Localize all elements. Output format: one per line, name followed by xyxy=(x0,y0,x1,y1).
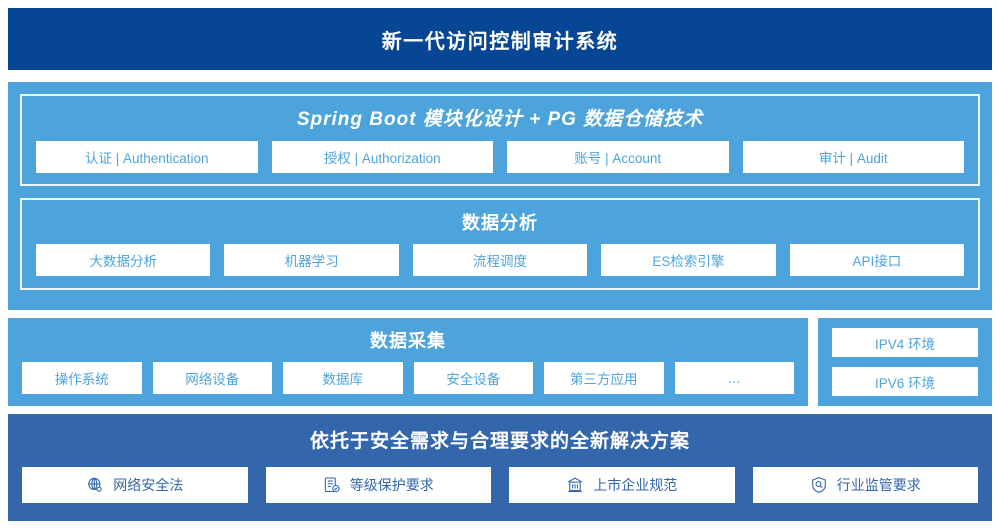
card-audit[interactable]: 审计 | Audit xyxy=(742,141,964,173)
data-analysis-group-title: 数据分析 xyxy=(462,213,538,233)
card-label: IPV6 环境 xyxy=(874,375,936,391)
card-label: 网络设备 xyxy=(185,372,240,387)
card-label: ES检索引擎 xyxy=(652,254,725,269)
card-authentication[interactable]: 认证 | Authentication xyxy=(36,141,258,173)
card-label: 操作系统 xyxy=(54,372,109,387)
compliance-section: 依托于安全需求与合理要求的全新解决方案 网络安全法 xyxy=(8,414,992,521)
card-industry-regulation-requirement[interactable]: 行业监管要求 xyxy=(752,467,978,503)
card-account[interactable]: 账号 | Account xyxy=(507,141,729,173)
card-label: 等级保护要求 xyxy=(349,477,434,493)
card-ipv4-environment[interactable]: IPV4 环境 xyxy=(832,328,978,357)
card-big-data-analysis[interactable]: 大数据分析 xyxy=(36,244,211,276)
card-network-device[interactable]: 网络设备 xyxy=(152,362,272,394)
card-database[interactable]: 数据库 xyxy=(283,362,403,394)
document-check-icon xyxy=(323,476,341,494)
data-collection-title: 数据采集 xyxy=(370,331,446,351)
card-label: … xyxy=(727,370,742,386)
ip-environment-section: IPV4 环境 IPV6 环境 xyxy=(818,318,992,406)
springboot-card-row: 认证 | Authentication 授权 | Authorization 账… xyxy=(36,141,964,173)
card-label: 网络安全法 xyxy=(113,477,184,493)
card-authorization[interactable]: 授权 | Authorization xyxy=(271,141,493,173)
card-label: 第三方应用 xyxy=(570,372,638,387)
card-ipv6-environment[interactable]: IPV6 环境 xyxy=(832,367,978,396)
data-analysis-group: 数据分析 大数据分析 机器学习 流程调度 ES检索引擎 API接口 xyxy=(20,198,980,290)
page-title-bar: 新一代访问控制审计系统 xyxy=(8,8,992,70)
compliance-title: 依托于安全需求与合理要求的全新解决方案 xyxy=(309,431,690,452)
card-label: 认证 | Authentication xyxy=(84,151,209,166)
card-machine-learning[interactable]: 机器学习 xyxy=(224,244,399,276)
card-more-ellipsis[interactable]: … xyxy=(674,362,794,394)
shield-search-icon xyxy=(810,476,828,494)
bank-building-icon xyxy=(566,476,584,494)
card-label: 安全设备 xyxy=(446,372,501,387)
card-cybersecurity-law[interactable]: 网络安全法 xyxy=(22,467,248,503)
compliance-card-row: 网络安全法 等级保护要求 xyxy=(22,467,978,503)
card-es-search-engine[interactable]: ES检索引擎 xyxy=(601,244,776,276)
card-label: 审计 | Audit xyxy=(818,151,888,166)
card-classified-protection-requirement[interactable]: 等级保护要求 xyxy=(265,467,491,503)
page-title: 新一代访问控制审计系统 xyxy=(381,30,619,53)
card-label: 流程调度 xyxy=(473,254,528,269)
card-label: 机器学习 xyxy=(284,254,339,269)
platform-section: Spring Boot 模块化设计 + PG 数据仓储技术 认证 | Authe… xyxy=(8,82,992,310)
card-third-party-application[interactable]: 第三方应用 xyxy=(544,362,664,394)
card-label: API接口 xyxy=(852,254,902,269)
card-label: 上市企业规范 xyxy=(593,477,678,493)
card-label: 行业监管要求 xyxy=(836,477,921,493)
card-label: 授权 | Authorization xyxy=(323,151,441,166)
card-label: IPV4 环境 xyxy=(874,336,936,352)
springboot-group-title: Spring Boot 模块化设计 + PG 数据仓储技术 xyxy=(296,109,704,130)
card-label: 数据库 xyxy=(322,372,364,387)
globe-network-icon xyxy=(86,476,104,494)
data-collection-card-row: 操作系统 网络设备 数据库 安全设备 第三方应用 … xyxy=(22,362,794,394)
card-listed-company-standard[interactable]: 上市企业规范 xyxy=(509,467,735,503)
card-security-device[interactable]: 安全设备 xyxy=(413,362,533,394)
card-label: 账号 | Account xyxy=(574,151,662,166)
card-label: 大数据分析 xyxy=(89,254,157,269)
card-process-scheduling[interactable]: 流程调度 xyxy=(412,244,588,276)
data-analysis-card-row: 大数据分析 机器学习 流程调度 ES检索引擎 API接口 xyxy=(36,244,965,276)
data-collection-section: 数据采集 操作系统 网络设备 数据库 安全设备 第三方应用 … xyxy=(8,318,808,406)
card-api-interface[interactable]: API接口 xyxy=(789,244,965,276)
springboot-group: Spring Boot 模块化设计 + PG 数据仓储技术 认证 | Authe… xyxy=(20,94,980,186)
card-operating-system[interactable]: 操作系统 xyxy=(22,362,142,394)
